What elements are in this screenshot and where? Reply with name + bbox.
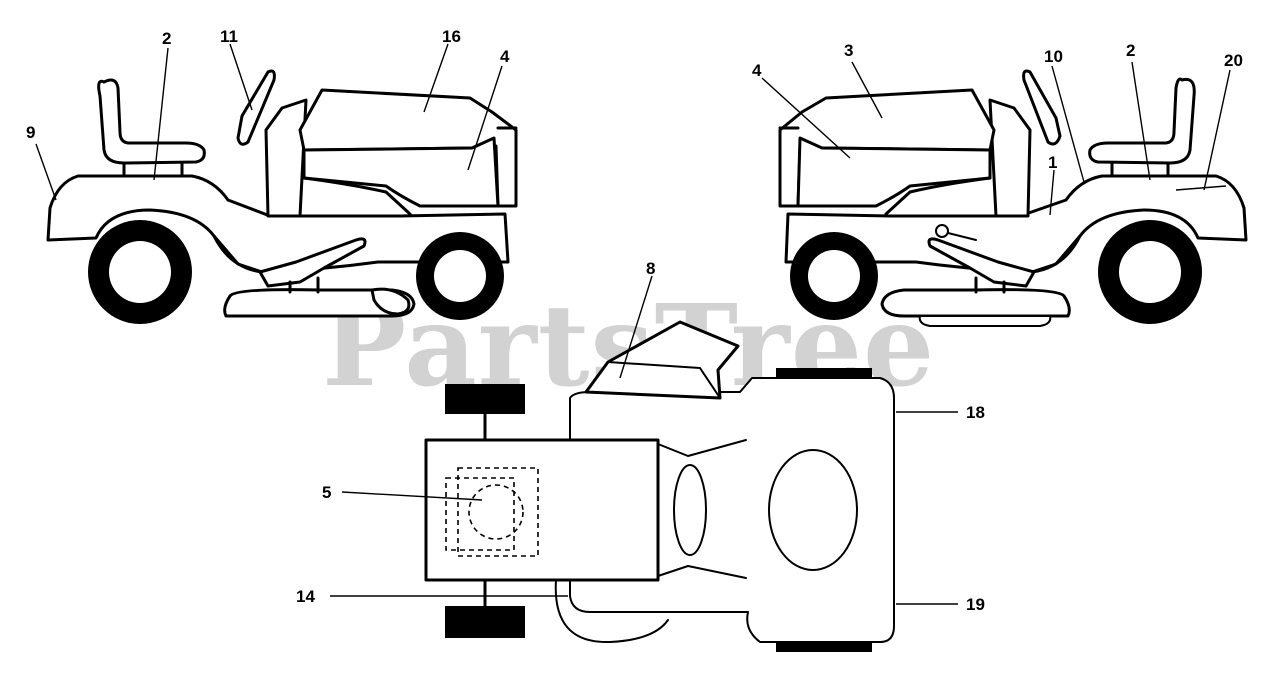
- callout-2-right: 2: [1126, 41, 1135, 60]
- callout-3: 3: [844, 41, 853, 60]
- tractor-top-view: [424, 320, 895, 652]
- tractor-right-side-view: [778, 69, 1248, 327]
- callout-19: 19: [966, 595, 985, 614]
- callout-4-left: 4: [500, 47, 510, 66]
- callout-11: 11: [220, 27, 238, 46]
- callout-18: 18: [966, 403, 985, 422]
- callout-16: 16: [442, 27, 461, 46]
- callout-20: 20: [1224, 51, 1243, 70]
- callout-8: 8: [646, 259, 655, 278]
- callout-5: 5: [322, 483, 331, 502]
- callout-14: 14: [296, 587, 315, 606]
- tractor-left-side-view: [46, 69, 518, 324]
- callout-10: 10: [1044, 47, 1063, 66]
- callouts: 2 11 16 4 9 3 4 10 2 20 1 8 5 14 18 19: [26, 27, 1243, 614]
- callout-9: 9: [26, 123, 35, 142]
- leader-lines: [35, 43, 1231, 605]
- callout-2-left: 2: [162, 29, 171, 48]
- callout-1: 1: [1048, 153, 1057, 172]
- callout-4-right: 4: [752, 61, 762, 80]
